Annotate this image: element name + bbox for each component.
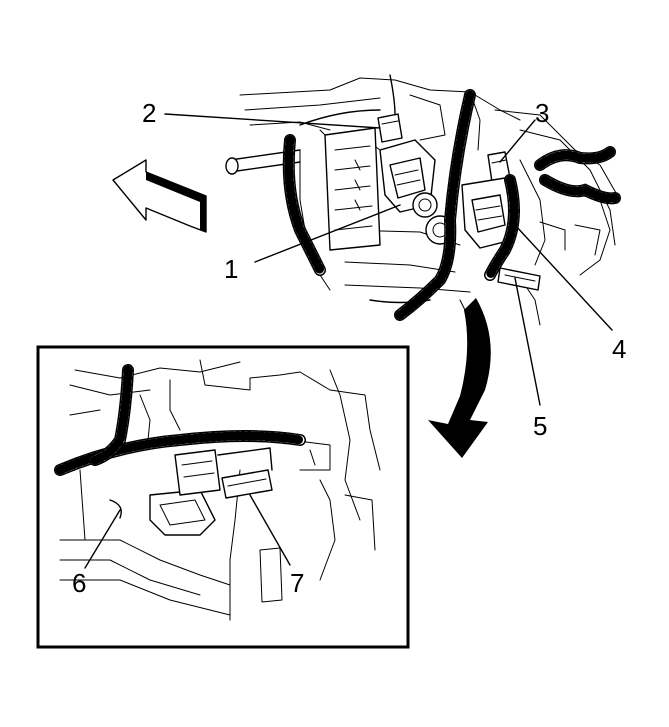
direction-arrow-icon bbox=[112, 159, 207, 233]
callout-4: 4 bbox=[612, 334, 626, 364]
leader-lines bbox=[164, 113, 613, 406]
leader-line-6 bbox=[84, 509, 121, 569]
bracket-7 bbox=[217, 447, 273, 499]
module-4 bbox=[425, 177, 516, 249]
callout-6: 6 bbox=[72, 568, 86, 598]
connector-1 bbox=[379, 139, 438, 218]
callout-7: 7 bbox=[290, 568, 304, 598]
detail-pointer-arrow-icon bbox=[428, 298, 491, 458]
callout-2: 2 bbox=[142, 98, 156, 128]
connector-2 bbox=[377, 113, 403, 143]
detail-inset-frame bbox=[36, 345, 410, 649]
callout-1: 1 bbox=[224, 254, 238, 284]
callout-3: 3 bbox=[535, 98, 549, 128]
detail-inset-view bbox=[54, 359, 381, 621]
leader-line-7 bbox=[249, 494, 291, 566]
bracket-5 bbox=[497, 267, 541, 291]
upper-assembly-view bbox=[225, 74, 621, 331]
callout-5: 5 bbox=[533, 411, 547, 441]
